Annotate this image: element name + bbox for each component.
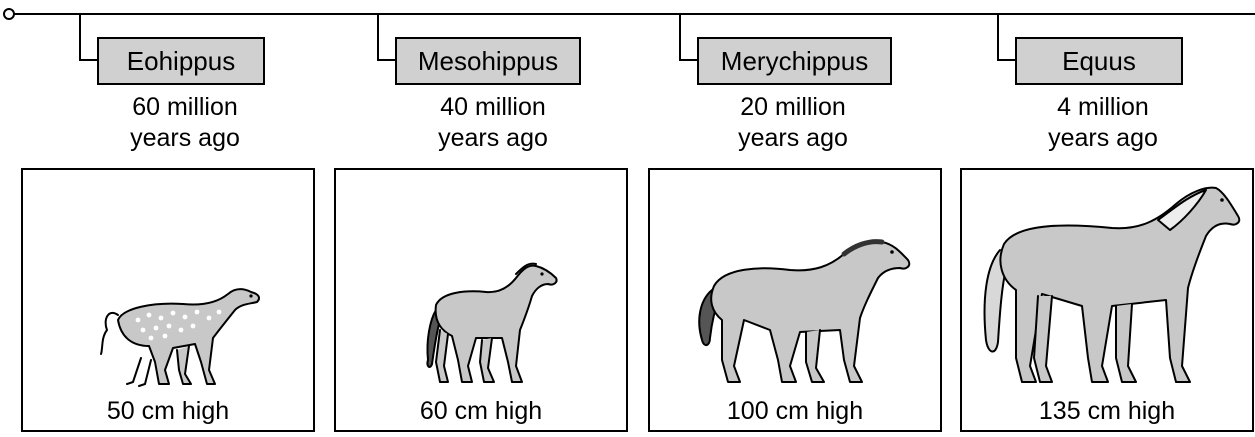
stage-box-equus: 135 cm high — [960, 168, 1254, 432]
stage-height-value: 50 — [107, 397, 135, 425]
stage-name-text: Merychippus — [721, 46, 868, 77]
stage-age-line2: years ago — [998, 123, 1208, 154]
stage-height-equus: 135 cm high — [962, 396, 1252, 426]
stage-box-eohippus: 50 cm high — [21, 168, 315, 432]
stage-height-unit: cm high — [142, 397, 230, 425]
stage-age-line2: years ago — [80, 123, 290, 154]
stage-height-value: 135 — [1039, 397, 1081, 425]
stage-age-mesohippus: 40 million years ago — [388, 92, 598, 154]
stage-box-merychippus: 100 cm high — [648, 168, 942, 432]
equus-horse-icon — [962, 170, 1252, 430]
stage-box-mesohippus: 60 cm high — [334, 168, 628, 432]
stage-name-eohippus: Eohippus — [97, 37, 265, 85]
stage-height-merychippus: 100 cm high — [650, 396, 940, 426]
stage-name-text: Eohippus — [127, 46, 235, 77]
stage-name-text: Equus — [1062, 46, 1136, 77]
stage-age-line2: years ago — [388, 123, 598, 154]
merychippus-horse-icon — [650, 170, 940, 430]
stage-age-equus: 4 million years ago — [998, 92, 1208, 154]
stage-age-eohippus: 60 million years ago — [80, 92, 290, 154]
stage-name-equus: Equus — [1015, 37, 1183, 85]
stage-name-text: Mesohippus — [418, 46, 558, 77]
timeline-connector-eohippus — [80, 14, 98, 60]
stage-height-eohippus: 50 cm high — [23, 396, 313, 426]
stage-age-line1: 20 million — [688, 92, 898, 123]
stage-height-mesohippus: 60 cm high — [336, 396, 626, 426]
stage-height-unit: cm high — [1088, 397, 1176, 425]
stage-age-line2: years ago — [688, 123, 898, 154]
stage-height-value: 100 — [727, 397, 769, 425]
stage-height-unit: cm high — [455, 397, 543, 425]
timeline-connector-equus — [998, 14, 1016, 60]
stage-age-merychippus: 20 million years ago — [688, 92, 898, 154]
eohippus-horse-icon — [23, 170, 313, 430]
stage-age-line1: 60 million — [80, 92, 290, 123]
mesohippus-horse-icon — [336, 170, 626, 430]
timeline-connector-merychippus — [680, 14, 698, 60]
stage-age-line1: 4 million — [998, 92, 1208, 123]
stage-age-line1: 40 million — [388, 92, 598, 123]
timeline-connector-mesohippus — [378, 14, 396, 60]
stage-name-mesohippus: Mesohippus — [395, 37, 581, 85]
timeline-start-marker — [4, 9, 14, 19]
stage-height-unit: cm high — [776, 397, 864, 425]
stage-height-value: 60 — [420, 397, 448, 425]
stage-name-merychippus: Merychippus — [697, 37, 892, 85]
